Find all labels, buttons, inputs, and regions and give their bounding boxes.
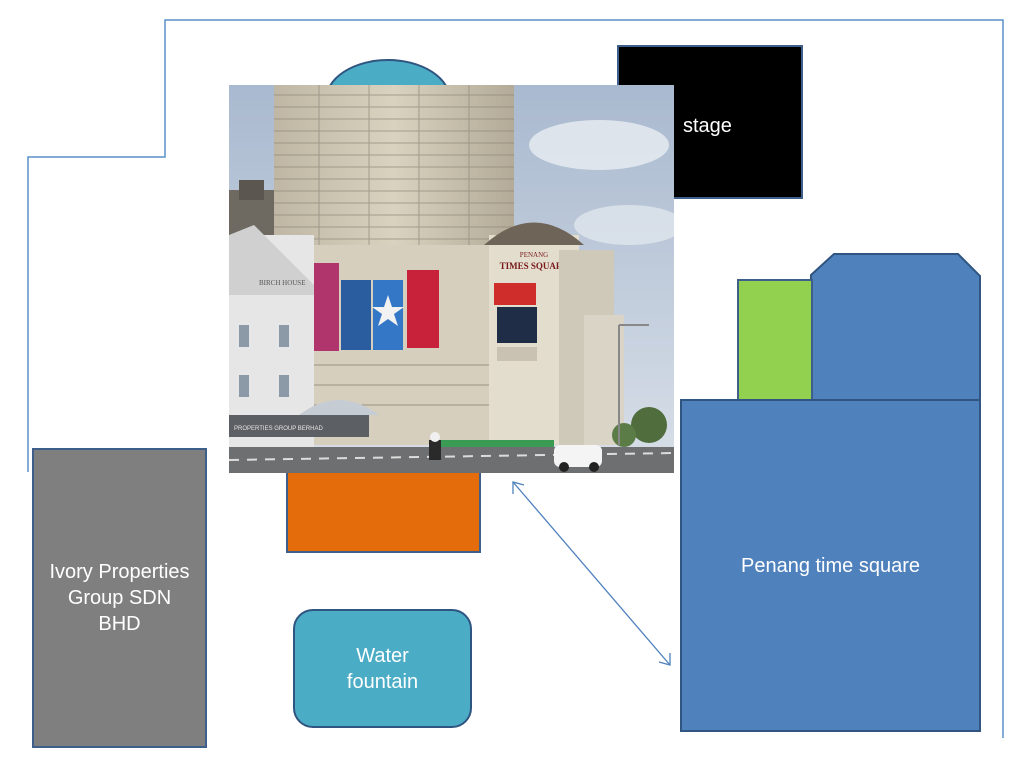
ivory-properties-label: Ivory Properties Group SDN BHD	[49, 561, 190, 635]
photo-fence-text: PROPERTIES GROUP BERHAD	[234, 426, 323, 432]
orange-block	[286, 460, 481, 553]
building-photo-illustration: PENANG TIMES SQUARE BIRCH HOUSE PROPERTI…	[229, 85, 674, 473]
photo-sign-sub: TIMES SQUARE	[500, 261, 569, 271]
photo-building-sign: BIRCH HOUSE	[259, 279, 305, 287]
penang-time-square-label: Penang time square	[740, 554, 920, 577]
green-block	[737, 279, 813, 402]
stage-label: stage	[683, 115, 732, 137]
water-fountain-box: Water fountain	[293, 609, 472, 728]
ivory-properties-box: Ivory Properties Group SDN BHD	[32, 448, 207, 748]
building-photo: PENANG TIMES SQUARE BIRCH HOUSE PROPERTI…	[229, 85, 674, 473]
penang-time-square-box: Penang time square	[680, 399, 981, 732]
photo-sign-main: PENANG	[520, 251, 548, 259]
water-fountain-label: Water fountain	[346, 644, 419, 693]
